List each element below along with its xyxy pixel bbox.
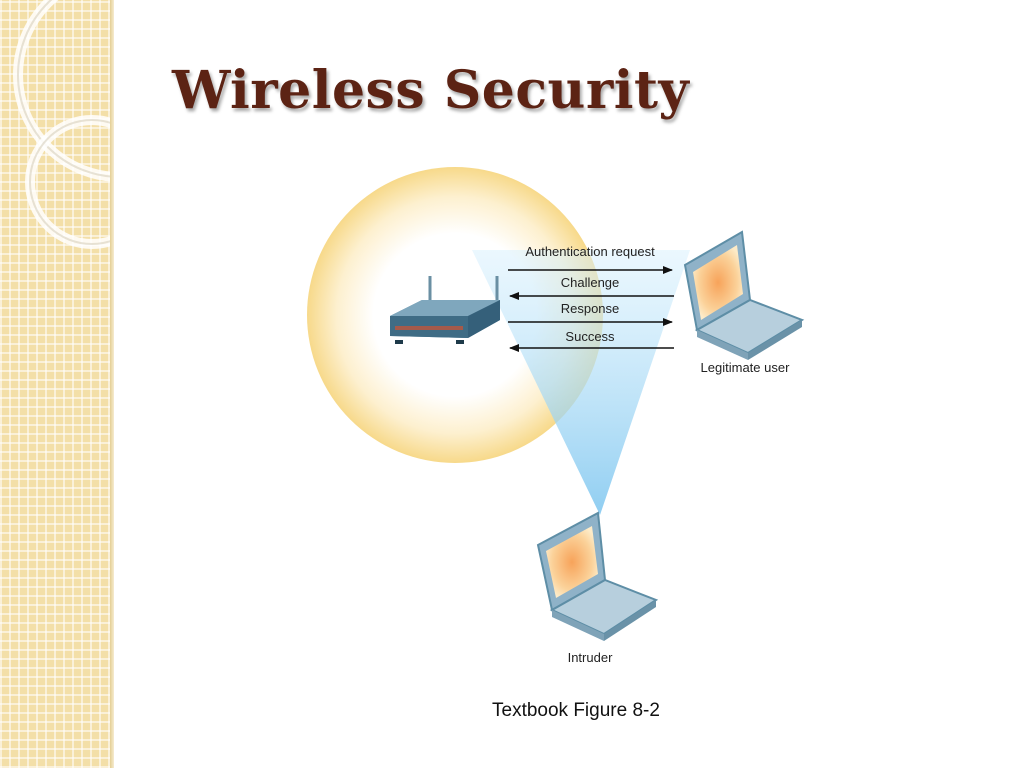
decorative-ring-large xyxy=(18,0,114,177)
decorative-sidebar xyxy=(0,0,114,768)
message-label-authentication-request: Authentication request xyxy=(525,244,655,259)
figure-caption: Textbook Figure 8-2 xyxy=(492,700,660,722)
legitimate-user-label: Legitimate user xyxy=(701,360,791,375)
authentication-diagram: Authentication request Challenge Respons… xyxy=(290,160,820,680)
legitimate-user-laptop-icon xyxy=(685,232,802,360)
sidebar-edge xyxy=(110,0,114,768)
message-label-response: Response xyxy=(561,301,620,316)
slide-title: Wireless Security xyxy=(172,60,689,121)
intruder-laptop-icon xyxy=(538,513,656,641)
intruder-label: Intruder xyxy=(568,650,613,665)
decorative-rings xyxy=(0,0,114,768)
decorative-ring-small xyxy=(30,120,114,244)
message-label-success: Success xyxy=(565,329,615,344)
message-label-challenge: Challenge xyxy=(561,275,620,290)
